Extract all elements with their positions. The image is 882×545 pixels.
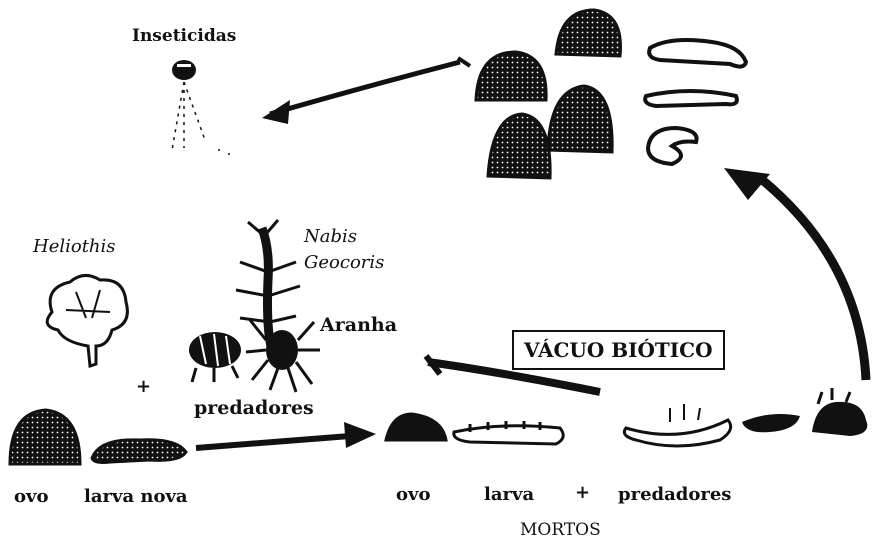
spider-icon [246,320,320,392]
egg-cluster-top [476,10,620,178]
plus-bottom-label: + [575,484,590,502]
egg-icon [10,410,80,464]
egg-icon [386,414,446,440]
geocoris-label: Geocoris [304,254,384,272]
nabis-bug-icon [236,220,300,350]
heliothis-moth-icon [47,275,127,366]
new-larva-label: larva nova [84,488,188,506]
biotic-vacuum-box: VÁCUO BIÓTICO [512,330,725,370]
larva-right-label: larva [484,486,534,504]
plus-top-label: + [136,378,151,396]
heliothis-label: Heliothis [33,238,116,256]
egg-left-label: ovo [14,488,48,506]
spider-label: Aranha [320,316,397,335]
nabis-label: Nabis [304,228,357,246]
mature-larva-icon [645,40,746,164]
dead-label: MORTOS [520,522,601,539]
insecticides-label: Inseticidas [132,28,236,45]
insecticide-sprayer-icon [172,60,230,154]
larva-icon [92,440,186,463]
egg-right-label: ovo [396,486,430,504]
predators-top-label: predadores [194,399,314,418]
arrow-icon [196,422,376,448]
geocoris-beetle-icon [182,332,250,382]
predators-bottom-label: predadores [618,486,731,504]
larva-icon [454,421,563,444]
arrow-icon [262,58,470,124]
dead-predator-icon [624,388,867,446]
biotic-vacuum-label: VÁCUO BIÓTICO [524,338,713,362]
arrow-icon [724,168,866,380]
